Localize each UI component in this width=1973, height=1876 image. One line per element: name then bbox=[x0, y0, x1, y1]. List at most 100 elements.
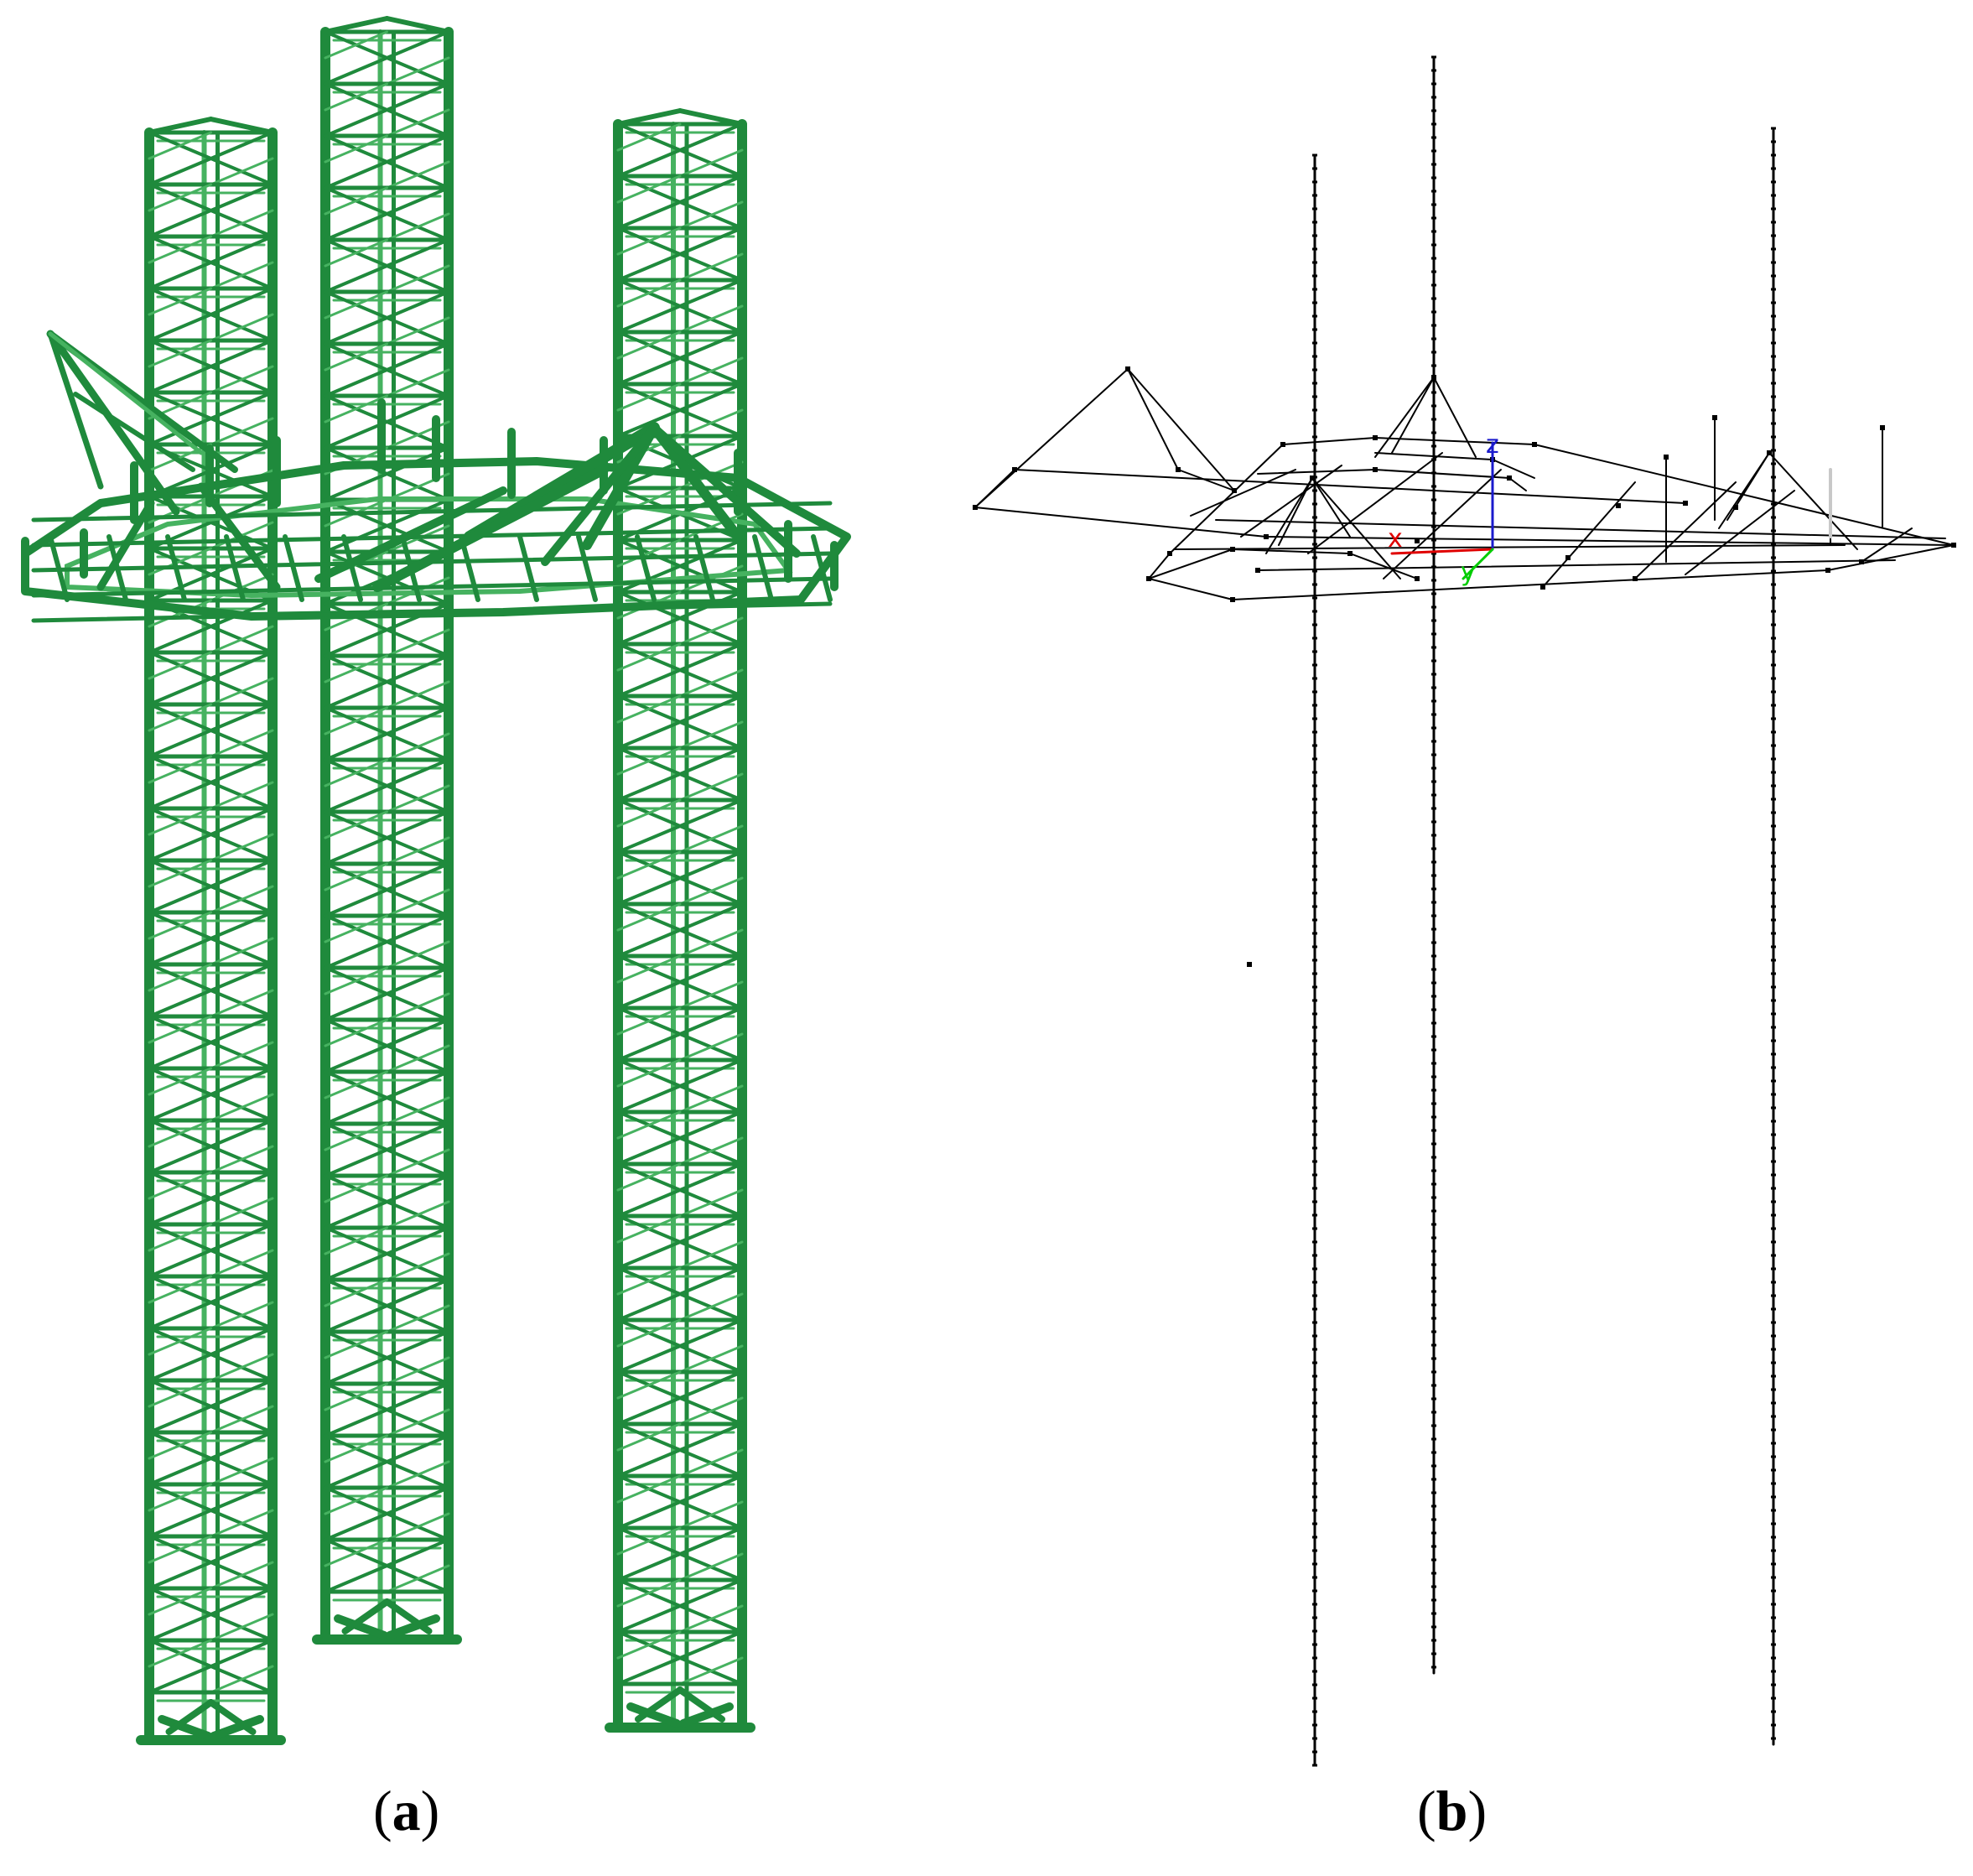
tower-left bbox=[136, 117, 286, 1745]
tower-brace bbox=[678, 408, 744, 438]
tower-brace bbox=[148, 1639, 274, 1694]
leg-node bbox=[1771, 1683, 1776, 1686]
tower-brace bbox=[386, 1460, 450, 1489]
leg-node bbox=[1771, 261, 1776, 264]
tower-brace bbox=[678, 876, 744, 906]
tower-brace bbox=[210, 313, 274, 342]
leg-node bbox=[1431, 968, 1436, 971]
leg-node bbox=[1431, 579, 1436, 582]
leg-center bbox=[1431, 55, 1436, 1675]
tower-brace bbox=[616, 902, 744, 958]
tower-brace bbox=[616, 642, 744, 698]
leg-node bbox=[1771, 355, 1776, 358]
tower-foot bbox=[626, 1702, 681, 1728]
leg-node bbox=[1431, 1330, 1436, 1333]
wire-member bbox=[1177, 469, 1235, 491]
tower-brace bbox=[616, 174, 744, 230]
leg-node bbox=[1771, 1670, 1776, 1673]
tower-brace bbox=[148, 651, 212, 680]
leg-node bbox=[1431, 1357, 1436, 1360]
wire-member bbox=[1282, 437, 1376, 445]
tower-brace bbox=[324, 1122, 450, 1177]
leg-node bbox=[1431, 1437, 1436, 1441]
leg-node bbox=[1312, 1455, 1317, 1458]
leg-node bbox=[1771, 1093, 1776, 1096]
tower-brace bbox=[148, 235, 212, 264]
leg-node bbox=[1431, 230, 1436, 233]
wire-member bbox=[1232, 548, 1351, 554]
tower-brace bbox=[148, 807, 274, 862]
tower-brace bbox=[386, 160, 450, 190]
deck-beam bbox=[576, 534, 598, 602]
leg-node bbox=[1771, 1603, 1776, 1606]
leg-node bbox=[1312, 1482, 1317, 1485]
tower-brace bbox=[210, 1353, 274, 1382]
leg-node bbox=[1771, 167, 1776, 170]
tower-brace bbox=[148, 183, 212, 212]
leg-node bbox=[1431, 1531, 1436, 1535]
tower-brace bbox=[616, 330, 682, 360]
axis-z-label: z bbox=[1486, 430, 1499, 460]
leg-node bbox=[1431, 1370, 1436, 1374]
leg-node bbox=[1431, 740, 1436, 743]
leg-node bbox=[1771, 1066, 1776, 1069]
leg-node bbox=[1312, 382, 1317, 385]
leg-node bbox=[1312, 274, 1317, 278]
leg-node bbox=[1771, 1401, 1776, 1405]
leg-node bbox=[1431, 1129, 1436, 1132]
tower-brace bbox=[386, 1304, 450, 1333]
leg-node bbox=[1312, 180, 1317, 184]
tower-brace bbox=[324, 290, 388, 320]
leg-node bbox=[1771, 449, 1776, 452]
leg-node bbox=[1431, 1021, 1436, 1025]
leg-node bbox=[1431, 753, 1436, 756]
leg-node bbox=[1312, 288, 1317, 291]
leg-node bbox=[1771, 1656, 1776, 1660]
tower-foot bbox=[207, 1699, 257, 1735]
leg-node bbox=[1431, 1666, 1436, 1669]
leg-node bbox=[1771, 650, 1776, 653]
tower-brace bbox=[616, 1214, 682, 1244]
tower-brace bbox=[210, 1665, 274, 1694]
leg-node bbox=[1771, 1294, 1776, 1297]
leg-node bbox=[1771, 408, 1776, 412]
leg-node bbox=[1312, 1093, 1317, 1096]
leg-node bbox=[1431, 793, 1436, 797]
leg-node bbox=[1771, 1026, 1776, 1029]
leg-node bbox=[1312, 261, 1317, 264]
crane-boom bbox=[46, 330, 238, 516]
tower-brace bbox=[616, 226, 744, 282]
leg-node bbox=[1771, 1428, 1776, 1432]
tower-brace bbox=[148, 1223, 274, 1278]
tower-brace bbox=[324, 1278, 450, 1333]
wire-member bbox=[1768, 452, 1858, 550]
leg-node bbox=[1771, 717, 1776, 720]
leg-node bbox=[1431, 1343, 1436, 1347]
tower-brace bbox=[324, 1382, 450, 1437]
leg-node bbox=[1771, 1697, 1776, 1700]
leg-node bbox=[1431, 538, 1436, 542]
tower-brace bbox=[148, 703, 274, 758]
leg-left bbox=[1312, 153, 1317, 1767]
leg-node bbox=[1771, 1307, 1776, 1311]
tower-brace bbox=[148, 1483, 274, 1538]
leg-node bbox=[1431, 243, 1436, 247]
tower-brace bbox=[616, 746, 682, 776]
leg-right bbox=[1771, 127, 1776, 1746]
wire-member bbox=[974, 469, 1015, 508]
deck-beam bbox=[635, 534, 657, 602]
tower-brace bbox=[616, 798, 744, 854]
leg-node bbox=[1312, 610, 1317, 613]
leg-node bbox=[1312, 301, 1317, 304]
tower-brace bbox=[324, 1538, 388, 1567]
tower-brace bbox=[324, 654, 388, 683]
tower-brace bbox=[678, 1604, 744, 1634]
tower-brace bbox=[616, 1006, 744, 1062]
tower-brace bbox=[210, 1145, 274, 1174]
wire-member bbox=[1148, 578, 1233, 600]
leg-node bbox=[1431, 122, 1436, 126]
tower-brace bbox=[148, 1119, 212, 1148]
wire-node bbox=[1230, 547, 1235, 552]
tower-brace bbox=[210, 1613, 274, 1642]
wire-member bbox=[1307, 452, 1443, 554]
